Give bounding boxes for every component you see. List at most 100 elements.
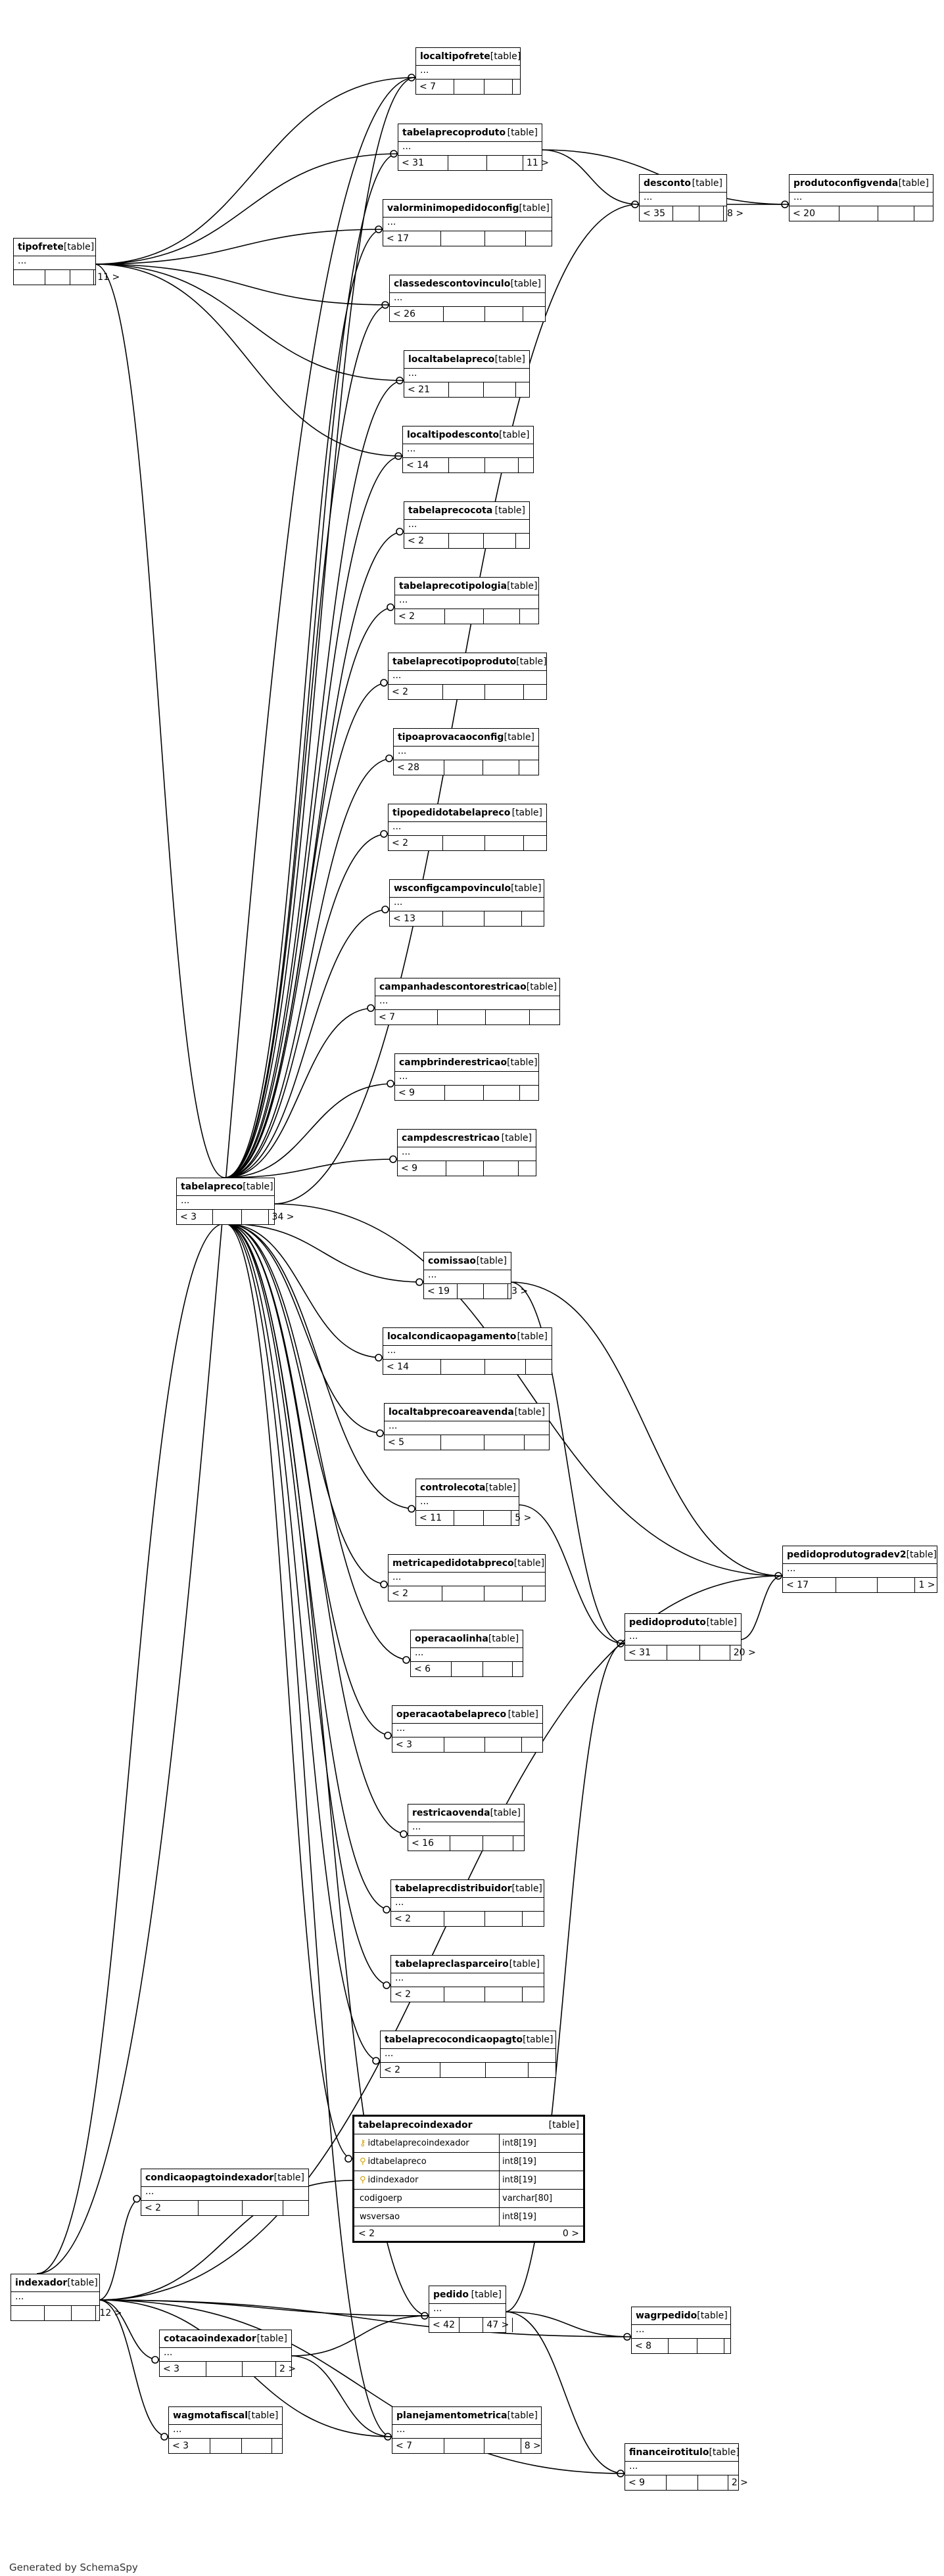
table-localtabelapreco[interactable]: localtabelapreco[table]...< 21: [404, 350, 530, 398]
children-count: [516, 534, 529, 548]
table-tipofrete[interactable]: tipofrete[table]...11 >: [13, 238, 120, 285]
table-header: pedido[table]: [429, 2286, 506, 2304]
table-tabelaprecdistribuidor[interactable]: tabelaprecdistribuidor[table]...< 2: [390, 1879, 544, 1927]
children-count: [513, 2318, 519, 2332]
children-count: [513, 80, 520, 94]
parents-count: < 31: [398, 156, 449, 170]
column-type: varchar[80]: [502, 2194, 553, 2203]
stat-cell: [458, 1284, 484, 1299]
table-localtabprecoareavenda[interactable]: localtabprecoareavenda[table]...< 5: [384, 1403, 550, 1450]
table-campanhadescontorestricao[interactable]: campanhadescontorestricao[table]...< 7: [375, 978, 560, 1025]
focus-table-tabelaprecoindexador[interactable]: tabelaprecoindexador [table] ⚷idtabelapr…: [352, 2115, 585, 2243]
table-name: campbrinderestricao: [399, 1057, 507, 1068]
column-type: int8[19]: [502, 2212, 536, 2222]
table-tag: [table]: [511, 883, 542, 894]
columns-ellipsis: ...: [411, 1648, 523, 1662]
relationship-line: [94, 264, 225, 1178]
table-name: tabelaprecoproduto: [402, 127, 506, 138]
stat-cell: 47 >: [483, 2318, 513, 2332]
table-wagmotafiscal[interactable]: wagmotafiscal[table]...< 3: [168, 2406, 283, 2454]
table-localtipofrete[interactable]: localtipofrete[table]...< 7: [415, 47, 521, 95]
parents-count: < 19: [424, 1284, 458, 1299]
parents-count: < 2: [391, 1987, 444, 2002]
table-localtipodesconto[interactable]: localtipodesconto[table]...< 14: [402, 426, 534, 473]
table-tabelapreclasparceiro[interactable]: tabelapreclasparceiro[table]...< 2: [390, 1955, 544, 2002]
table-stats: < 14: [383, 1360, 552, 1374]
table-stats: < 9: [398, 1161, 536, 1176]
stat-cell: [669, 2339, 697, 2353]
columns-ellipsis: ...: [790, 193, 933, 206]
table-operacaolinha[interactable]: operacaolinha[table]...< 6: [410, 1630, 523, 1677]
stat-cell: [452, 1662, 484, 1676]
table-localcondicaopagamento[interactable]: localcondicaopagamento[table]...< 14: [383, 1327, 552, 1375]
table-tag: [table]: [548, 2120, 579, 2130]
table-metricapedidotabpreco[interactable]: metricapedidotabpreco[table]...< 2: [388, 1554, 546, 1601]
table-tipopedidotabelapreco[interactable]: tipopedidotabelapreco[table]...< 2: [388, 804, 547, 851]
table-tag: [table]: [514, 1407, 545, 1417]
table-header: tipofrete[table]: [14, 239, 95, 256]
columns-ellipsis: ...: [390, 293, 545, 307]
column-type: int8[19]: [502, 2175, 536, 2185]
table-stats: < 13: [390, 911, 544, 926]
table-name: financeirotitulo: [629, 2447, 709, 2458]
stat-cell: [485, 836, 524, 850]
relationship-line: [224, 1223, 408, 1835]
table-condicaopagtoindexador[interactable]: condicaopagtoindexador[table]...< 2: [141, 2169, 309, 2216]
table-name: comissao: [428, 1256, 477, 1266]
table-tipoaprovacaoconfig[interactable]: tipoaprovacaoconfig[table]...< 28: [393, 728, 539, 775]
table-name: tabelaprecocota: [408, 505, 493, 516]
stat-cell: [450, 1836, 483, 1851]
table-valorminimopedidoconfig[interactable]: valorminimopedidoconfig[table]...< 17: [383, 199, 552, 246]
cardinality-marker: [396, 528, 404, 536]
table-wsconfigcampovinculo[interactable]: wsconfigcampovinculo[table]...< 13: [389, 879, 544, 927]
table-stats: < 2: [389, 685, 546, 699]
stat-cell: [484, 80, 513, 94]
columns-ellipsis: ...: [394, 747, 538, 760]
table-name: tabelaprecotipoproduto: [392, 656, 517, 667]
table-campdescrestricao[interactable]: campdescrestricao[table]...< 9: [397, 1129, 536, 1176]
table-tag: [table]: [248, 2410, 279, 2421]
relationship-line: [224, 1223, 389, 1585]
table-campbrinderestricao[interactable]: campbrinderestricao[table]...< 9: [394, 1053, 539, 1101]
table-tag: [table]: [906, 1550, 937, 1560]
table-tabelaprecocota[interactable]: tabelaprecocota[table]...< 2: [404, 501, 530, 549]
stat-cell: [45, 2306, 72, 2320]
table-tag: [table]: [485, 1483, 516, 1493]
table-produtoconfigvenda[interactable]: produtoconfigvenda[table]...< 20: [789, 174, 933, 221]
table-tabelaprecotipoproduto[interactable]: tabelaprecotipoproduto[table]...< 2: [388, 653, 547, 700]
table-wagrpedido[interactable]: wagrpedido[table]...< 8: [631, 2307, 731, 2354]
table-tag: [table]: [692, 178, 722, 189]
columns-ellipsis: ...: [391, 1973, 544, 1987]
table-stats: < 2: [389, 836, 546, 850]
children-count: [522, 911, 544, 926]
table-tabelaprecotipologia[interactable]: tabelaprecotipologia[table]...< 2: [394, 577, 539, 624]
table-header: cotacaoindexador[table]: [160, 2330, 291, 2348]
table-restricaovenda[interactable]: restricaovenda[table]...< 16: [408, 1804, 525, 1851]
table-tag: [table]: [511, 1883, 542, 1894]
table-tabelaprecocondicaopagto[interactable]: tabelaprecocondicaopagto[table]...< 2: [380, 2031, 556, 2078]
table-classedescontovinculo[interactable]: classedescontovinculo[table]...< 26: [389, 275, 546, 322]
table-indexador[interactable]: indexador[table]...12 >: [11, 2274, 122, 2321]
columns-ellipsis: ...: [389, 671, 546, 685]
stat-cell: [484, 1161, 519, 1176]
table-operacaotabelapreco[interactable]: operacaotabelapreco[table]...< 3: [392, 1705, 543, 1753]
stat-cell: [697, 2339, 724, 2353]
relationship-line: [94, 153, 398, 265]
